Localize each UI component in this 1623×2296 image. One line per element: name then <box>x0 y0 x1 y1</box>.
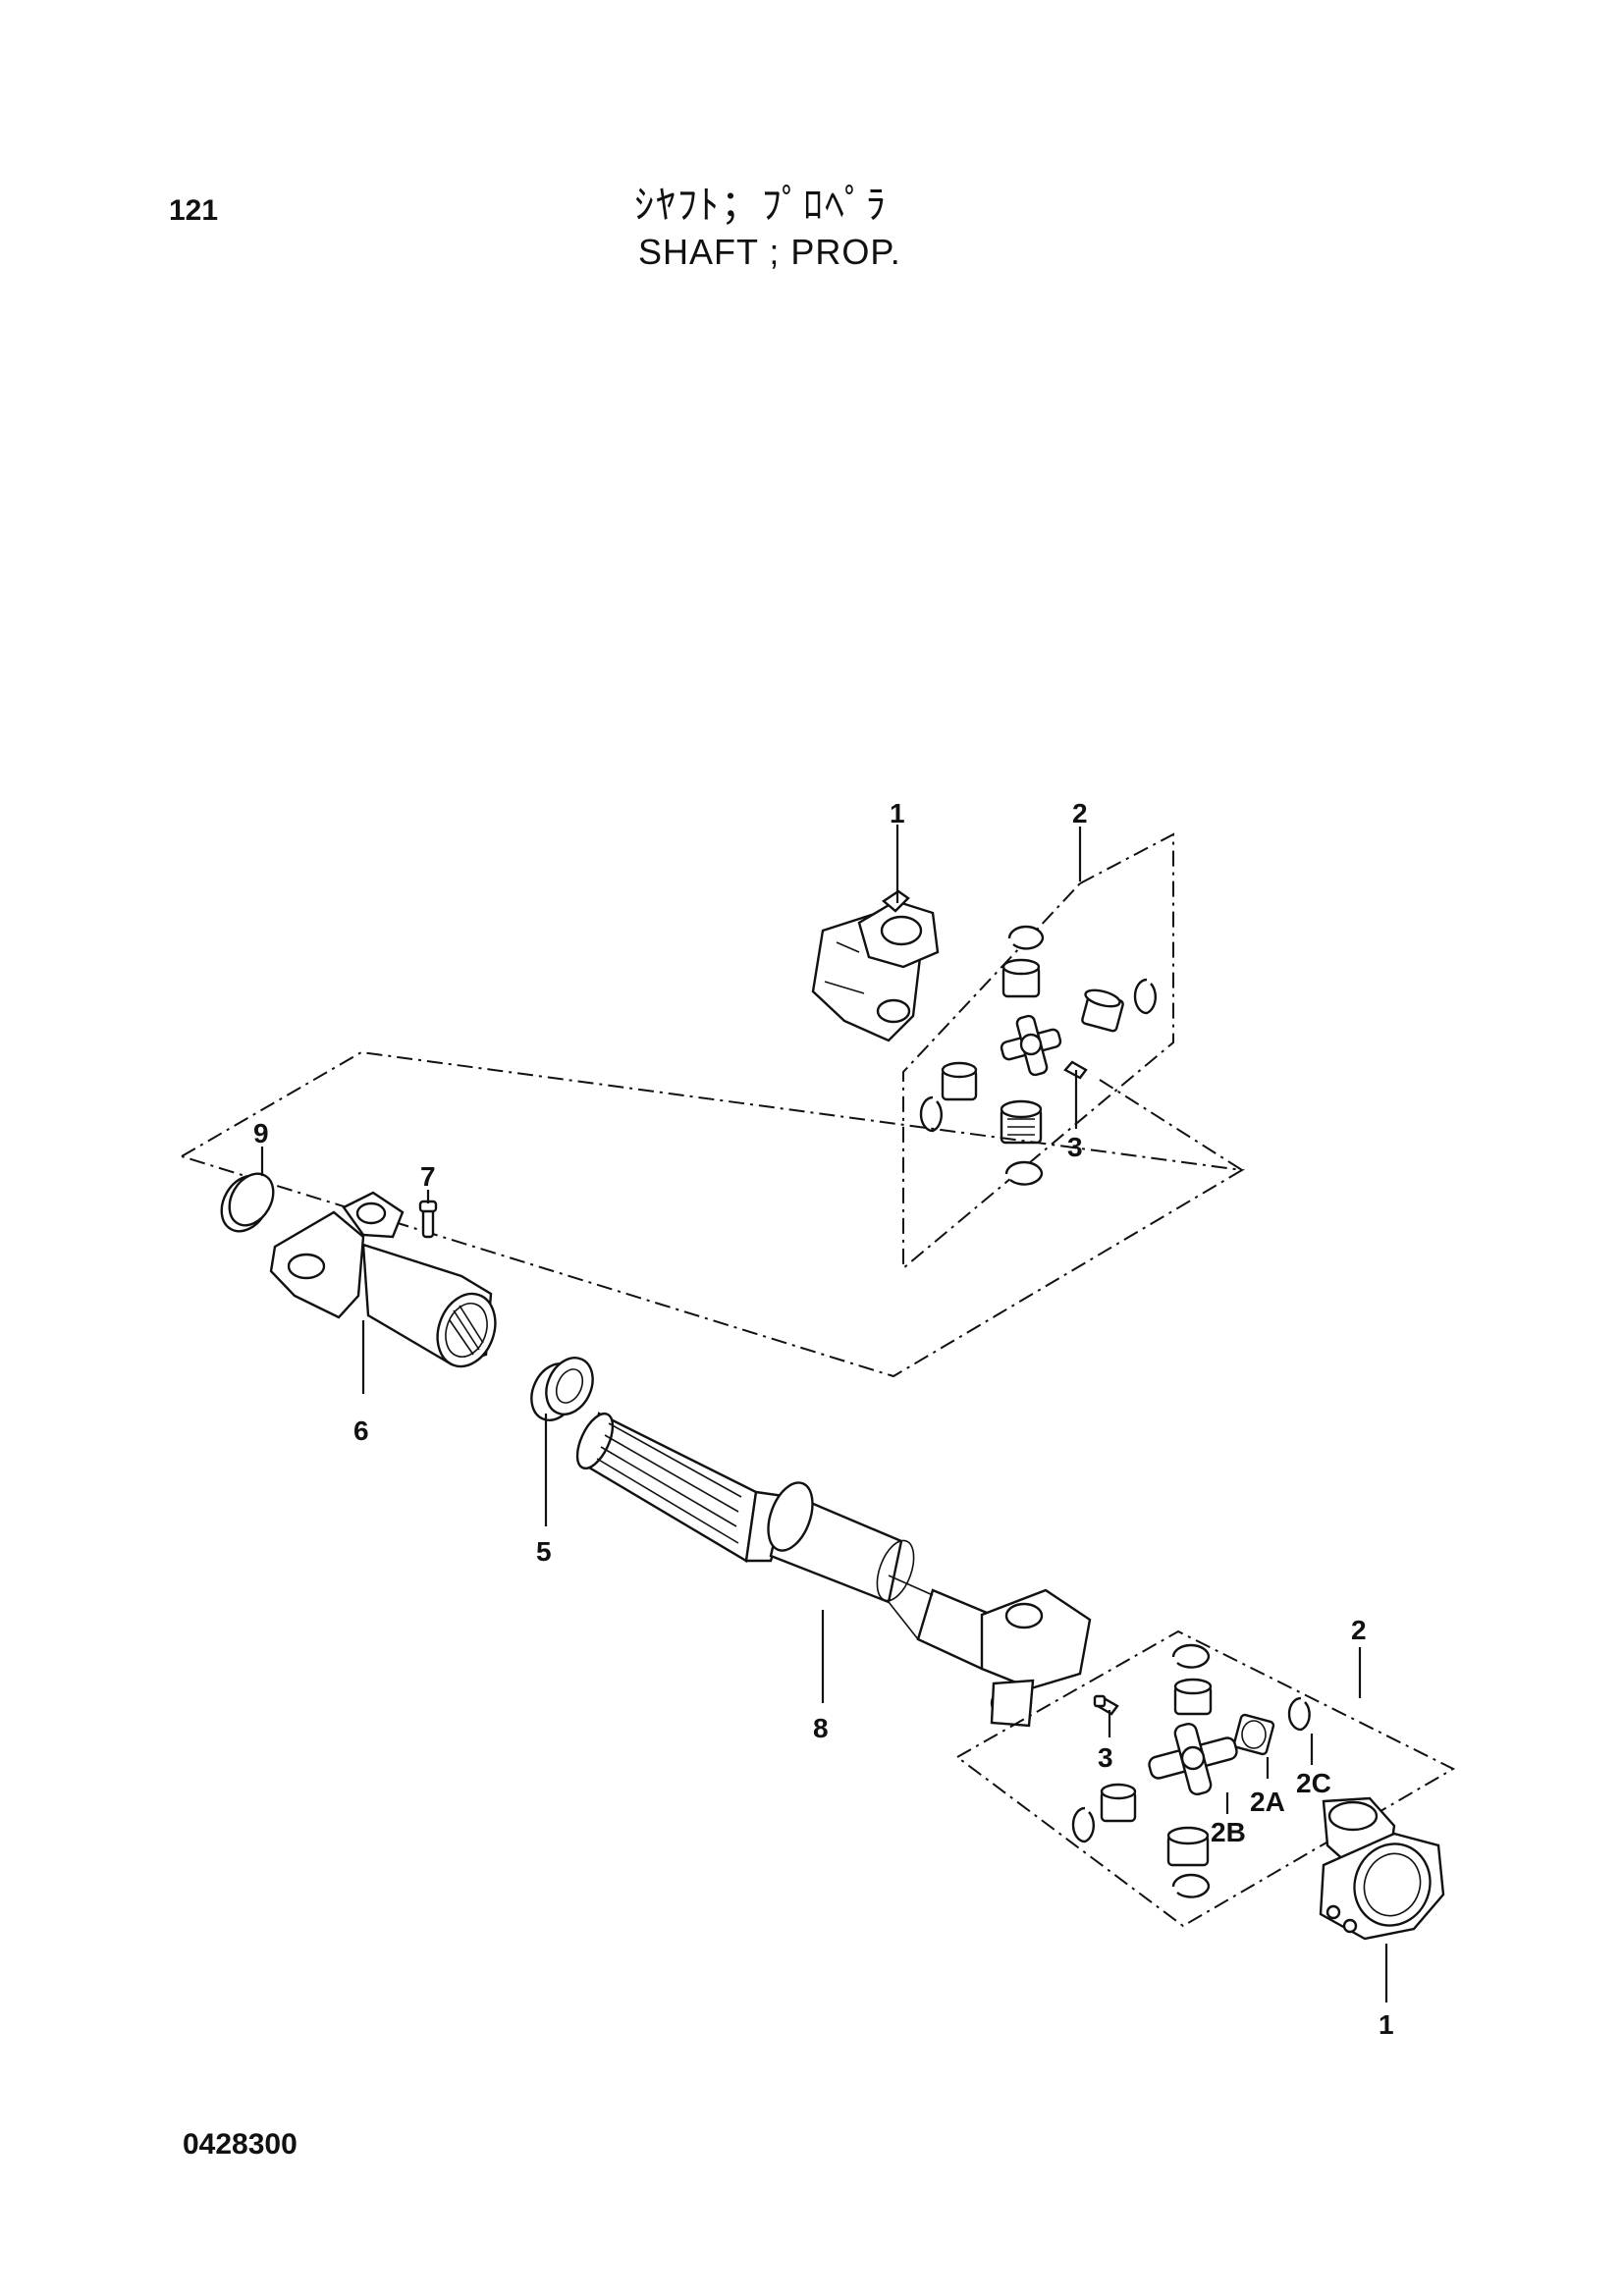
callout-upper-kit: 2 <box>1072 798 1088 828</box>
propeller-tube-shaft <box>575 1412 1092 1728</box>
upper-snap-ring-right <box>1133 978 1158 1015</box>
upper-snap-ring-top <box>1007 925 1045 950</box>
callout-cross-spider: 2B <box>1211 1817 1246 1847</box>
document-code: 0428300 <box>183 2128 298 2161</box>
lower-snap-ring-left <box>1071 1806 1096 1843</box>
page-number: 121 <box>169 194 219 227</box>
lower-snap-ring <box>1287 1696 1311 1732</box>
upper-bearing-cup-left <box>941 1061 978 1101</box>
lower-joint-kit-frame <box>956 1629 1456 1928</box>
callout-bearing-cup: 2A <box>1250 1787 1285 1817</box>
callout-lower-fitting: 3 <box>1098 1742 1113 1773</box>
callout-lower-kit: 2 <box>1351 1615 1367 1645</box>
callout-tube-shaft: 8 <box>813 1713 829 1743</box>
upper-cross-spider <box>1000 1014 1062 1077</box>
seal-ring <box>530 1357 594 1421</box>
lower-bearing-cup-top <box>1173 1678 1213 1716</box>
page-title-japanese: ｼﾔﾌﾄ；ﾌﾟﾛﾍﾟﾗ <box>634 183 888 228</box>
callout-snap-ring: 2C <box>1296 1768 1331 1798</box>
slip-yoke-group-frame <box>181 1050 1245 1378</box>
upper-joint-kit-frame <box>902 832 1243 1271</box>
page-title: SHAFT ; PROP. <box>638 232 901 272</box>
lower-flange-yoke <box>1319 1796 1445 1941</box>
end-plug <box>220 1172 275 1233</box>
lower-grease-fitting <box>1093 1694 1119 1716</box>
callout-grease-nipple: 7 <box>420 1161 436 1192</box>
upper-snap-ring-bottom <box>1004 1160 1044 1186</box>
callout-lower-yoke: 1 <box>1379 2009 1394 2040</box>
leader-lines <box>260 825 1388 2002</box>
upper-flange-yoke <box>811 889 940 1042</box>
grease-nipple <box>418 1200 438 1239</box>
lower-snap-ring-bottom <box>1171 1873 1211 1898</box>
upper-snap-ring-left <box>919 1095 944 1133</box>
callout-upper-fitting: 3 <box>1067 1132 1083 1162</box>
upper-bearing-cup-right <box>1081 988 1124 1033</box>
lower-snap-ring-top <box>1171 1643 1211 1669</box>
slip-yoke <box>269 1191 497 1368</box>
callout-slip-yoke: 6 <box>353 1415 369 1446</box>
lower-bearing-cup <box>1232 1713 1275 1756</box>
callout-upper-yoke: 1 <box>890 798 905 828</box>
lower-bearing-cup-bottom <box>1166 1826 1210 1867</box>
callout-plug: 9 <box>253 1118 269 1148</box>
lower-bearing-cup-left <box>1100 1783 1137 1823</box>
upper-bearing-cup-bottom <box>1000 1099 1043 1145</box>
callout-seal-ring: 5 <box>536 1536 552 1567</box>
upper-bearing-cup-top <box>1001 958 1041 998</box>
lower-cross-spider <box>1148 1722 1238 1796</box>
